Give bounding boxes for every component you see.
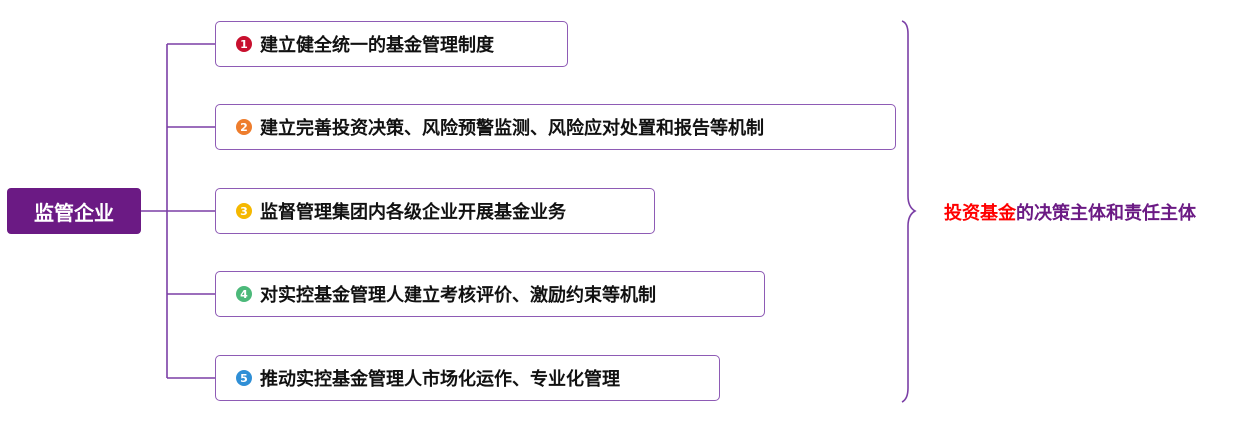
branch-label: 建立健全统一的基金管理制度 <box>260 35 494 56</box>
branch-label: 推动实控基金管理人市场化运作、专业化管理 <box>260 369 620 390</box>
branch-node-5[interactable]: 5 推动实控基金管理人市场化运作、专业化管理 <box>215 355 720 401</box>
branch-label: 对实控基金管理人建立考核评价、激励约束等机制 <box>260 285 656 306</box>
branch-node-3[interactable]: 3 监督管理集团内各级企业开展基金业务 <box>215 188 655 234</box>
summary-label[interactable]: 投资基金的决策主体和责任主体 <box>944 199 1196 225</box>
branch-node-2[interactable]: 2 建立完善投资决策、风险预警监测、风险应对处置和报告等机制 <box>215 104 896 150</box>
number-4-icon: 4 <box>236 286 252 302</box>
branch-node-4[interactable]: 4 对实控基金管理人建立考核评价、激励约束等机制 <box>215 271 765 317</box>
branch-node-1[interactable]: 1 建立健全统一的基金管理制度 <box>215 21 568 67</box>
branch-label: 建立完善投资决策、风险预警监测、风险应对处置和报告等机制 <box>260 118 764 139</box>
number-3-icon: 3 <box>236 203 252 219</box>
curly-brace <box>901 20 917 403</box>
summary-highlight: 投资基金 <box>944 203 1016 224</box>
root-node[interactable]: 监管企业 <box>7 188 141 234</box>
summary-rest: 的决策主体和责任主体 <box>1016 203 1196 224</box>
branch-label: 监督管理集团内各级企业开展基金业务 <box>260 202 566 223</box>
number-5-icon: 5 <box>236 370 252 386</box>
number-1-icon: 1 <box>236 36 252 52</box>
number-2-icon: 2 <box>236 119 252 135</box>
root-label: 监管企业 <box>34 200 114 225</box>
